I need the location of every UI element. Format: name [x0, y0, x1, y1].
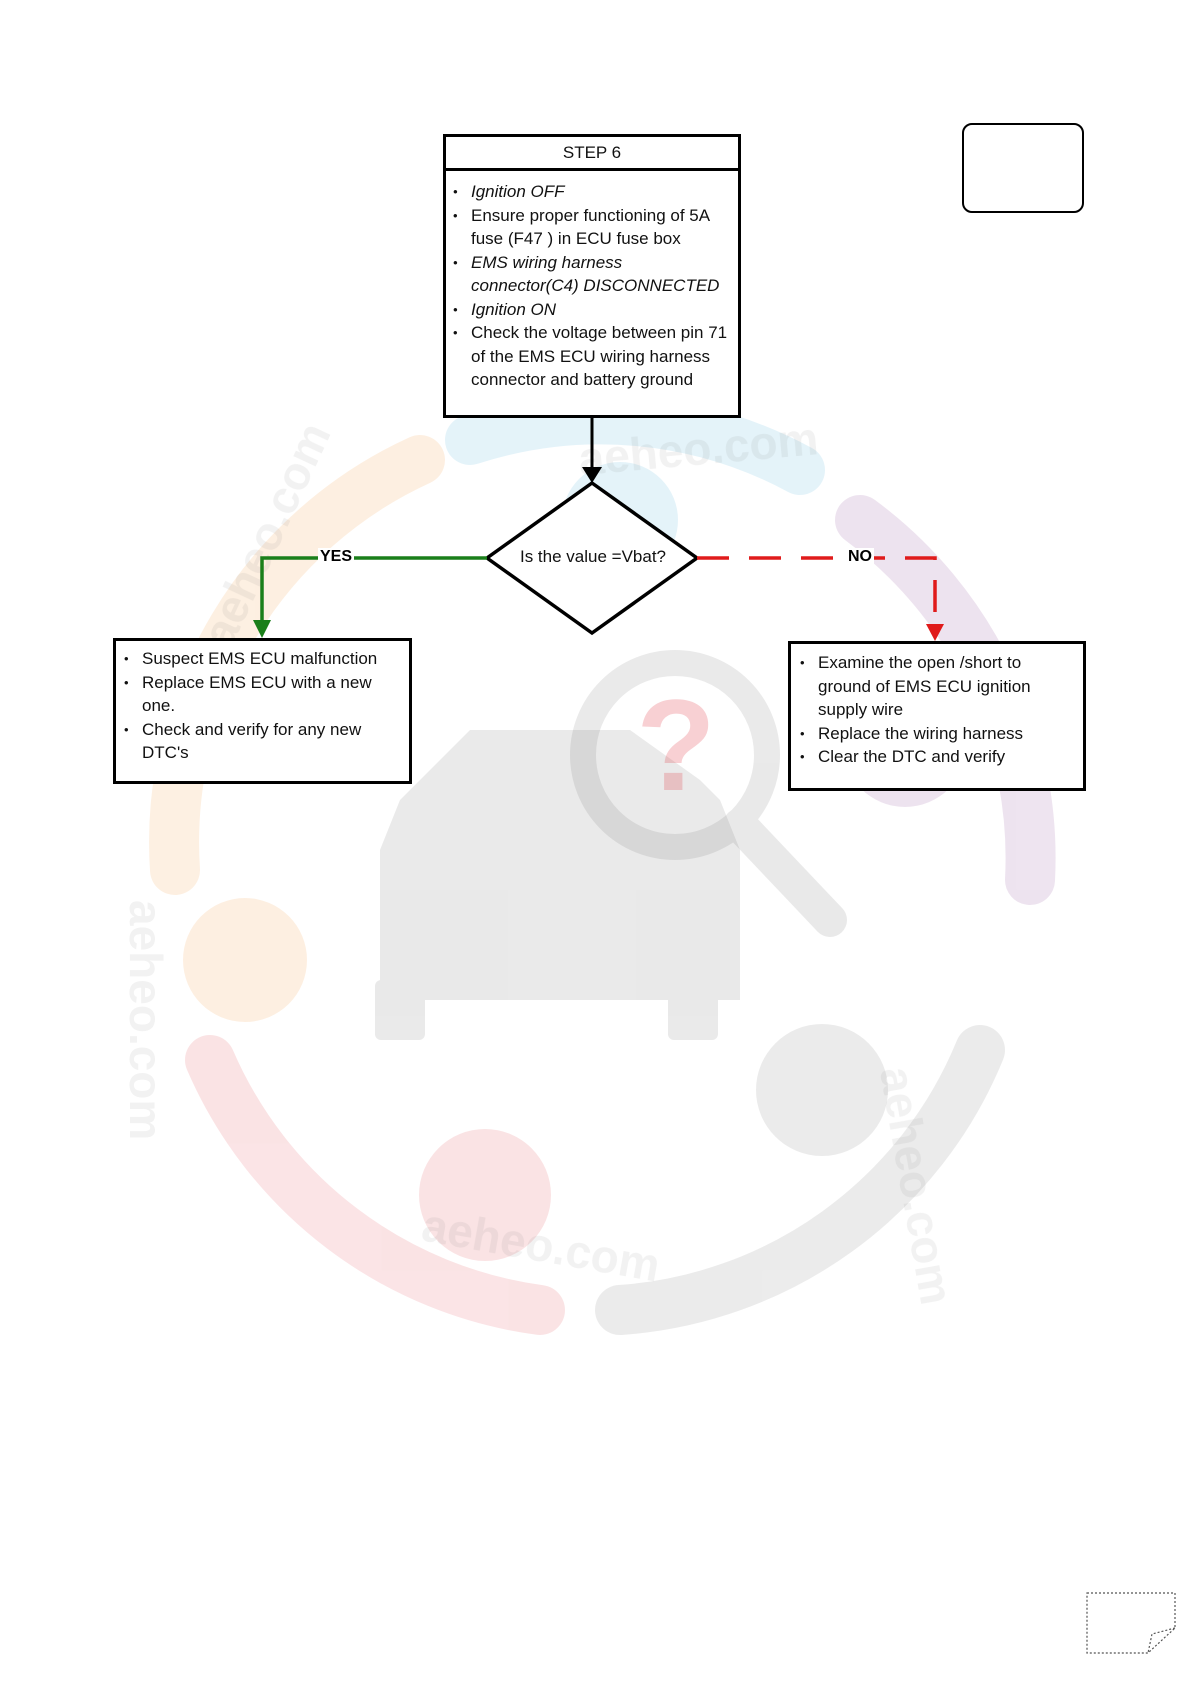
- step-list: Ignition OFF Ensure proper functioning o…: [446, 171, 738, 392]
- no-list: Examine the open /short to ground of EMS…: [791, 644, 1083, 769]
- yes-item-replace-ecu: Replace EMS ECU with a new one.: [124, 671, 401, 718]
- watermark-text-far-left: aeheo.com: [120, 900, 172, 1140]
- step-item-check-fuse: Ensure proper functioning of 5A fuse (F4…: [453, 204, 730, 251]
- no-result-box: Examine the open /short to ground of EMS…: [788, 641, 1086, 791]
- step-box: STEP 6 Ignition OFF Ensure proper functi…: [443, 134, 741, 418]
- svg-text:?: ?: [636, 672, 715, 818]
- no-connector-line: [697, 556, 937, 624]
- no-item-examine-wire: Examine the open /short to ground of EMS…: [800, 651, 1075, 722]
- yes-connector-line: [260, 556, 487, 620]
- arrow-head-step-to-decision: [582, 467, 602, 483]
- decision-question: Is the value =Vbat?: [519, 547, 667, 566]
- no-item-clear-dtc: Clear the DTC and verify: [800, 745, 1075, 769]
- decision-diamond: [483, 480, 701, 636]
- yes-item-suspect-ecu: Suspect EMS ECU malfunction: [124, 647, 401, 671]
- yes-list: Suspect EMS ECU malfunction Replace EMS …: [116, 641, 409, 765]
- page-curl-icon: [1086, 1592, 1176, 1654]
- step-title: STEP 6: [446, 137, 738, 171]
- step-item-ignition-off: Ignition OFF: [453, 180, 730, 204]
- yes-label: YES: [318, 548, 355, 566]
- yes-item-verify-dtc: Check and verify for any new DTC's: [124, 718, 401, 765]
- yes-result-box: Suspect EMS ECU malfunction Replace EMS …: [113, 638, 412, 784]
- step-item-ignition-on: Ignition ON: [453, 298, 730, 322]
- no-arrow-head: [926, 624, 944, 641]
- no-label: NO: [846, 548, 874, 566]
- step-item-connector-disconnected: EMS wiring harness connector(C4) DISCONN…: [453, 251, 730, 298]
- no-item-replace-harness: Replace the wiring harness: [800, 722, 1075, 746]
- yes-arrow-head: [253, 620, 271, 638]
- corner-blank-box: [962, 123, 1084, 213]
- step-item-check-voltage: Check the voltage between pin 71 of the …: [453, 321, 730, 392]
